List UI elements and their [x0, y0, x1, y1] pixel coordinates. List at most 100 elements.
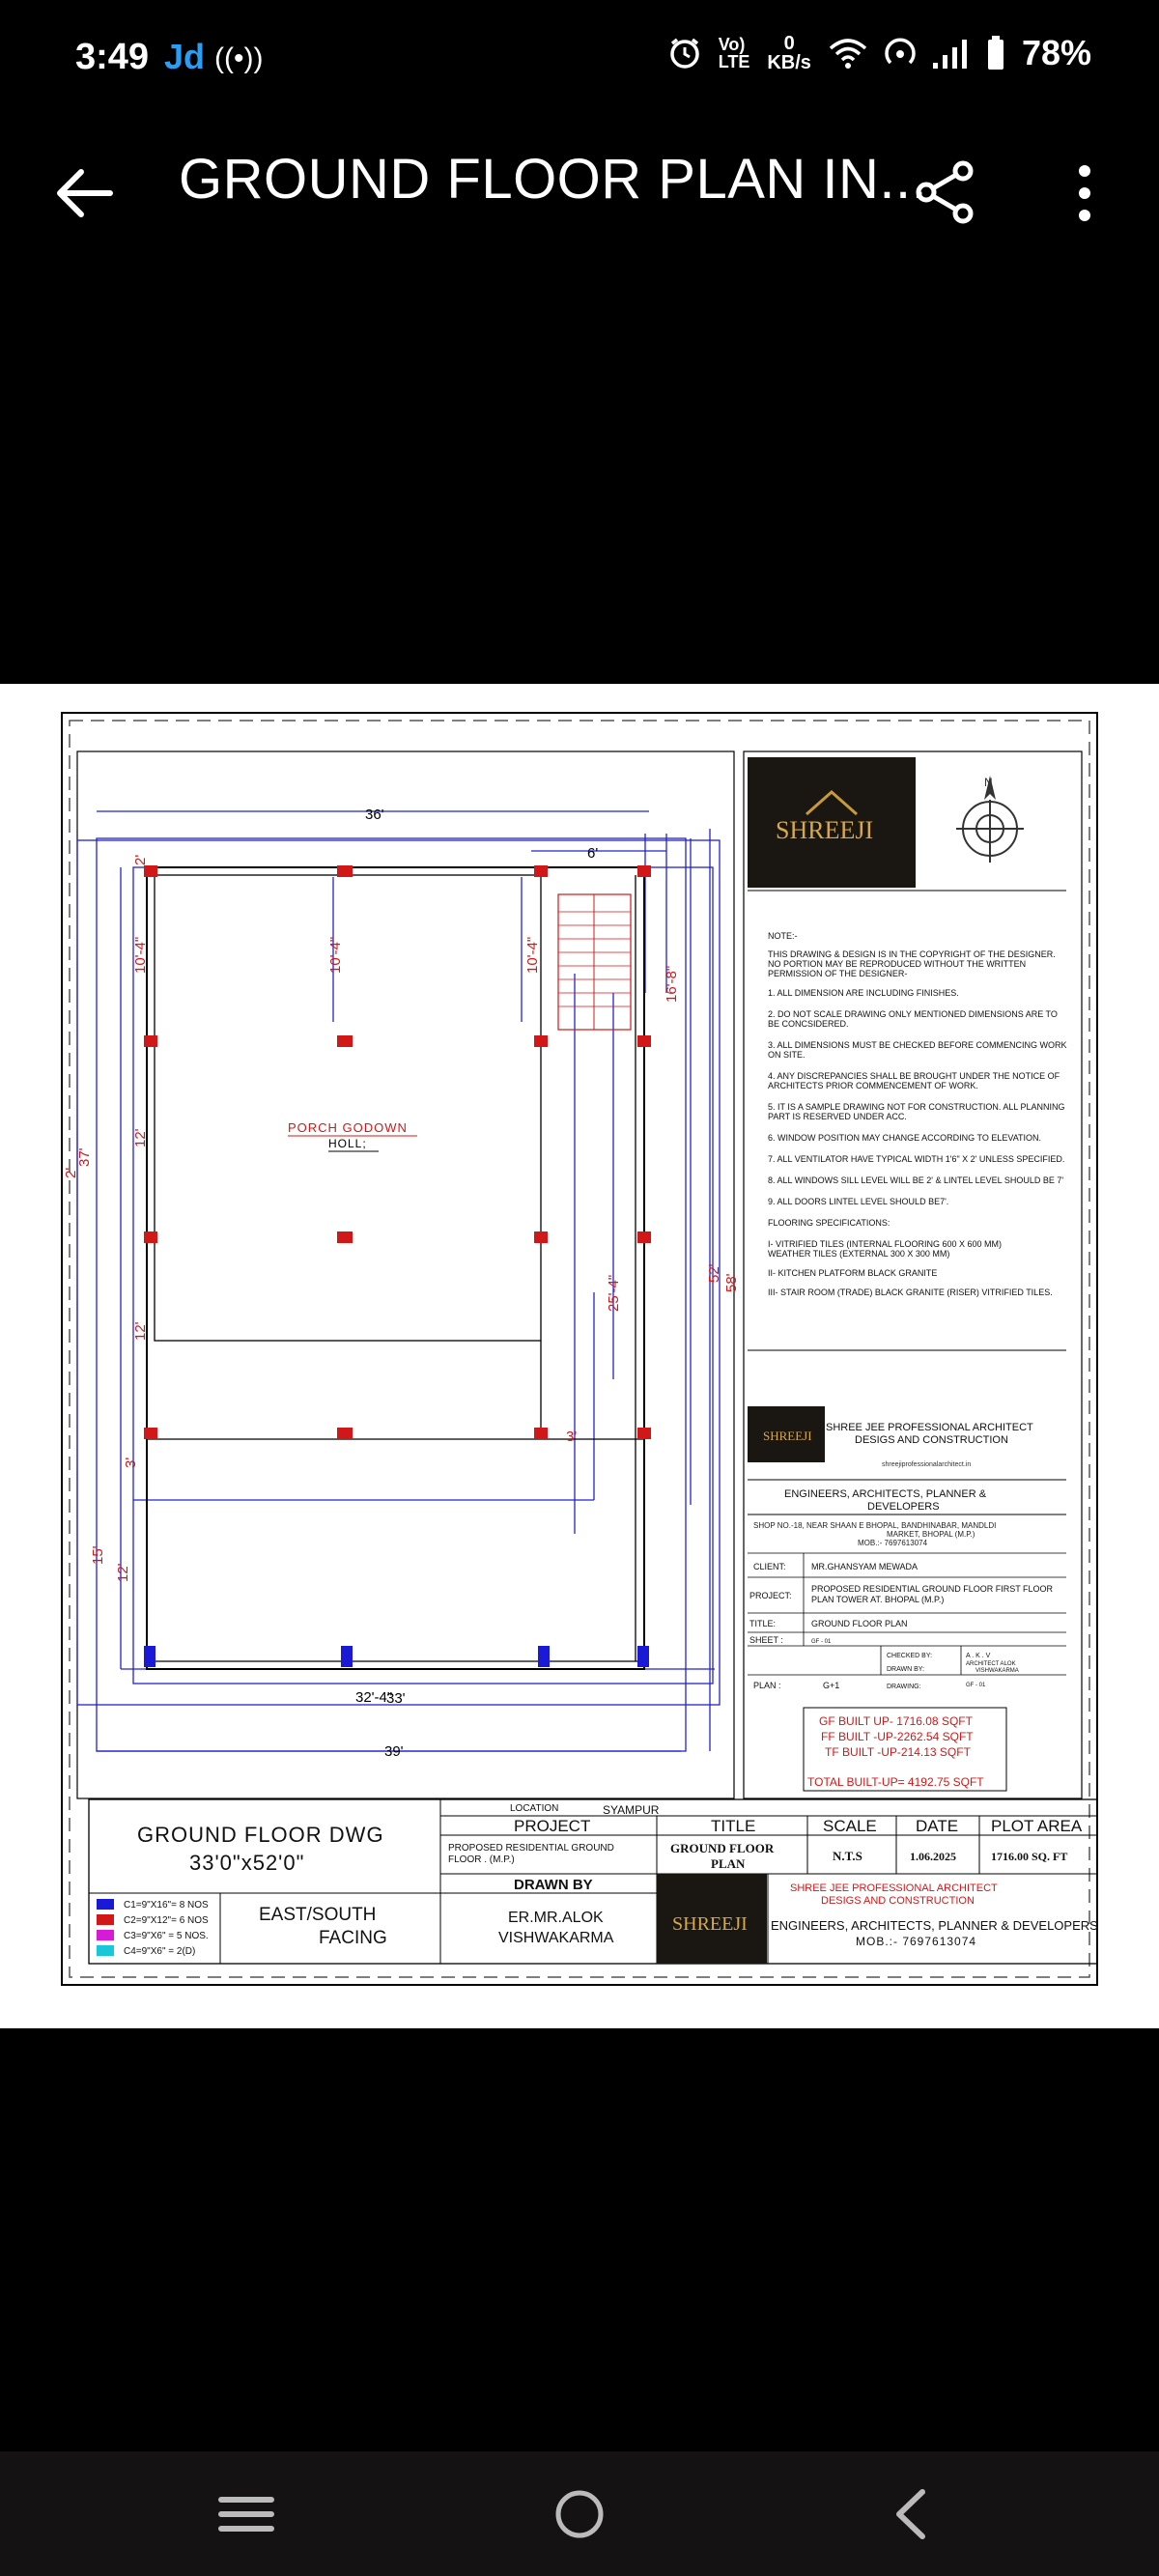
dim-10-4-left: 10'-4" — [132, 937, 149, 974]
legend-c1: C1=9"X16"= 8 NOS — [124, 1900, 209, 1911]
net-speed-value: 0 — [783, 33, 795, 54]
notes-heading: NOTE:- — [768, 931, 798, 941]
net-speed: 0 KB/s — [767, 34, 811, 72]
note-line: ON SITE. — [768, 1050, 806, 1060]
sheet-dashed-border — [69, 720, 1090, 1978]
firm-logo-small — [748, 1406, 825, 1462]
tf-built: TF BUILT -UP-214.13 SQFT — [825, 1745, 972, 1759]
plan-value: G+1 — [823, 1681, 839, 1690]
app-bar: GROUND FLOOR PLAN IN... — [0, 126, 1159, 251]
dim-2-left: 2' — [63, 1168, 79, 1178]
note-line: 4. ANY DISCREPANCIES SHALL BE BROUGHT UN… — [768, 1071, 1060, 1081]
alarm-icon — [669, 38, 699, 69]
dim-12-bottom: 12' — [115, 1563, 131, 1582]
logo-text-small: SHREEJI — [763, 1429, 812, 1443]
project-text1: PROPOSED RESIDENTIAL GROUND — [448, 1843, 614, 1854]
dim-12-lower: 12' — [132, 1321, 149, 1341]
nav-back-icon[interactable] — [874, 2480, 951, 2548]
dim-2: 2' — [132, 855, 149, 865]
scale-value: N.T.S — [833, 1849, 862, 1863]
dim-52: 52' — [706, 1263, 722, 1283]
title-value: GROUND FLOOR PLAN — [811, 1619, 908, 1628]
drawn-name2: VISHWAKARMA — [498, 1930, 614, 1946]
checked-value: A . K . V — [966, 1653, 991, 1659]
total-built: TOTAL BUILT-UP= 4192.75 SQFT — [807, 1775, 984, 1789]
sheet-border — [61, 712, 1098, 1986]
note-line: III- STAIR ROOM (TRADE) BLACK GRANITE (R… — [768, 1288, 1053, 1297]
dim-12-upper: 12' — [132, 1128, 149, 1147]
plan-label: PLAN : — [753, 1681, 781, 1690]
signal-icon — [932, 40, 967, 69]
home-circle-icon[interactable] — [541, 2480, 618, 2548]
dim-3-left: 3' — [123, 1458, 139, 1468]
net-speed-unit: KB/s — [767, 52, 811, 73]
dim-32-4: 32'-4" — [355, 1689, 392, 1706]
dim-58: 58' — [723, 1273, 740, 1292]
legend-c4: C4=9"X6" = 2(D) — [124, 1946, 195, 1957]
drawing-label: DRAWING: — [887, 1684, 921, 1690]
room-sub: HOLL; — [328, 1137, 367, 1150]
note-line: 1. ALL DIMENSION ARE INCLUDING FINISHES. — [768, 988, 959, 998]
plan-drawing: 36' 6' 32'-4" 33' 39' 3' 33' 2' 10'-4" 1… — [63, 807, 740, 1760]
dim-33-visible: 33' — [386, 1690, 406, 1707]
carrier-logo: Jd — [164, 37, 206, 76]
legend-c2: C2=9"X12"= 6 NOS — [124, 1915, 209, 1926]
firm-tagline: ENGINEERS, ARCHITECTS, PLANNER & — [784, 1488, 987, 1500]
drawn-label: DRAWN BY: — [887, 1666, 924, 1673]
note-line: 3. ALL DIMENSIONS MUST BE CHECKED BEFORE… — [768, 1040, 1067, 1050]
note-line: THIS DRAWING & DESIGN IS IN THE COPYRIGH… — [768, 949, 1056, 959]
scale-head: SCALE — [823, 1817, 877, 1835]
legend-c3: C3=9"X6" = 5 NOS. — [124, 1931, 209, 1941]
area-head: PLOT AREA — [991, 1817, 1083, 1835]
page-title: GROUND FLOOR PLAN IN... — [179, 148, 928, 211]
floor-plan-image[interactable]: 36' 6' 32'-4" 33' 39' 3' 33' 2' 10'-4" 1… — [0, 684, 1159, 2028]
volte-top: Vo) — [718, 35, 746, 54]
checked-label: CHECKED BY: — [887, 1653, 932, 1659]
volte-bottom: LTE — [718, 52, 750, 71]
drawn-head: DRAWN BY — [514, 1877, 593, 1893]
title-head: TITLE — [711, 1817, 755, 1835]
drawn-value1: ARCHITECT ALOK — [966, 1661, 1016, 1667]
dim-25-4: 25'-4" — [606, 1275, 622, 1312]
note-line: 5. IT IS A SAMPLE DRAWING NOT FOR CONSTR… — [768, 1102, 1065, 1112]
dwg-title: GROUND FLOOR DWG — [137, 1823, 384, 1847]
note-line: ARCHITECTS PRIOR COMMENCEMENT OF WORK. — [768, 1081, 978, 1090]
arrow-left-icon[interactable] — [50, 159, 118, 227]
drawn-value2: VISHWAKARMA — [975, 1668, 1019, 1674]
note-line: BE CONCSIDERED. — [768, 1019, 849, 1029]
recents-icon[interactable] — [208, 2480, 285, 2548]
logo-text: SHREEJI — [776, 816, 873, 844]
note-line: 9. ALL DOORS LINTEL LEVEL SHOULD BE7'. — [768, 1197, 948, 1206]
dim-16-8: 16'-8" — [664, 966, 680, 1003]
note-line: 7. ALL VENTILATOR HAVE TYPICAL WIDTH 1'6… — [768, 1154, 1064, 1164]
dim-39: 39' — [384, 1743, 404, 1760]
share-icon[interactable] — [913, 159, 978, 225]
facing-line2: FACING — [319, 1928, 387, 1948]
firm-logo — [748, 757, 916, 888]
firm-name: SHREE JEE PROFESSIONAL ARCHITECT — [826, 1422, 1033, 1433]
dim-15: 15' — [90, 1545, 106, 1565]
note-line: II- KITCHEN PLATFORM BLACK GRANITE — [768, 1268, 937, 1278]
project-head: PROJECT — [514, 1817, 590, 1835]
info-frame — [743, 750, 1083, 1799]
project-value1: PROPOSED RESIDENTIAL GROUND FLOOR FIRST … — [811, 1584, 1054, 1594]
titleblock-logo-text: SHREEJI — [672, 1913, 748, 1935]
dim-10-4-mid: 10'-4" — [327, 937, 344, 974]
dwg-size: 33'0"x52'0" — [189, 1851, 304, 1875]
tb-firm-line2: DESIGS AND CONSTRUCTION — [821, 1895, 975, 1907]
drawing-value: GF - 01 — [966, 1683, 986, 1688]
note-line: PART IS RESERVED UNDER ACC. — [768, 1112, 907, 1121]
firm-subname: DESIGS AND CONSTRUCTION — [855, 1434, 1008, 1446]
dim-6: 6' — [587, 845, 598, 862]
area-value: 1716.00 SQ. FT — [991, 1850, 1067, 1863]
date-head: DATE — [916, 1817, 958, 1835]
battery-icon — [987, 36, 1004, 70]
client-value: MR.GHANSYAM MEWADA — [811, 1562, 918, 1571]
dim-36: 36' — [365, 807, 384, 823]
firm-mobile: MOB.:- 7697613074 — [858, 1539, 928, 1547]
note-line: 8. ALL WINDOWS SILL LEVEL WILL BE 2' & L… — [768, 1175, 1063, 1185]
more-vert-icon[interactable] — [1062, 159, 1107, 227]
location-value: SYAMPUR — [603, 1803, 660, 1817]
compass-icon: N — [956, 776, 1024, 863]
title-block: GROUND FLOOR DWG 33'0"x52'0" C1=9"X16"= … — [88, 1798, 1098, 1965]
